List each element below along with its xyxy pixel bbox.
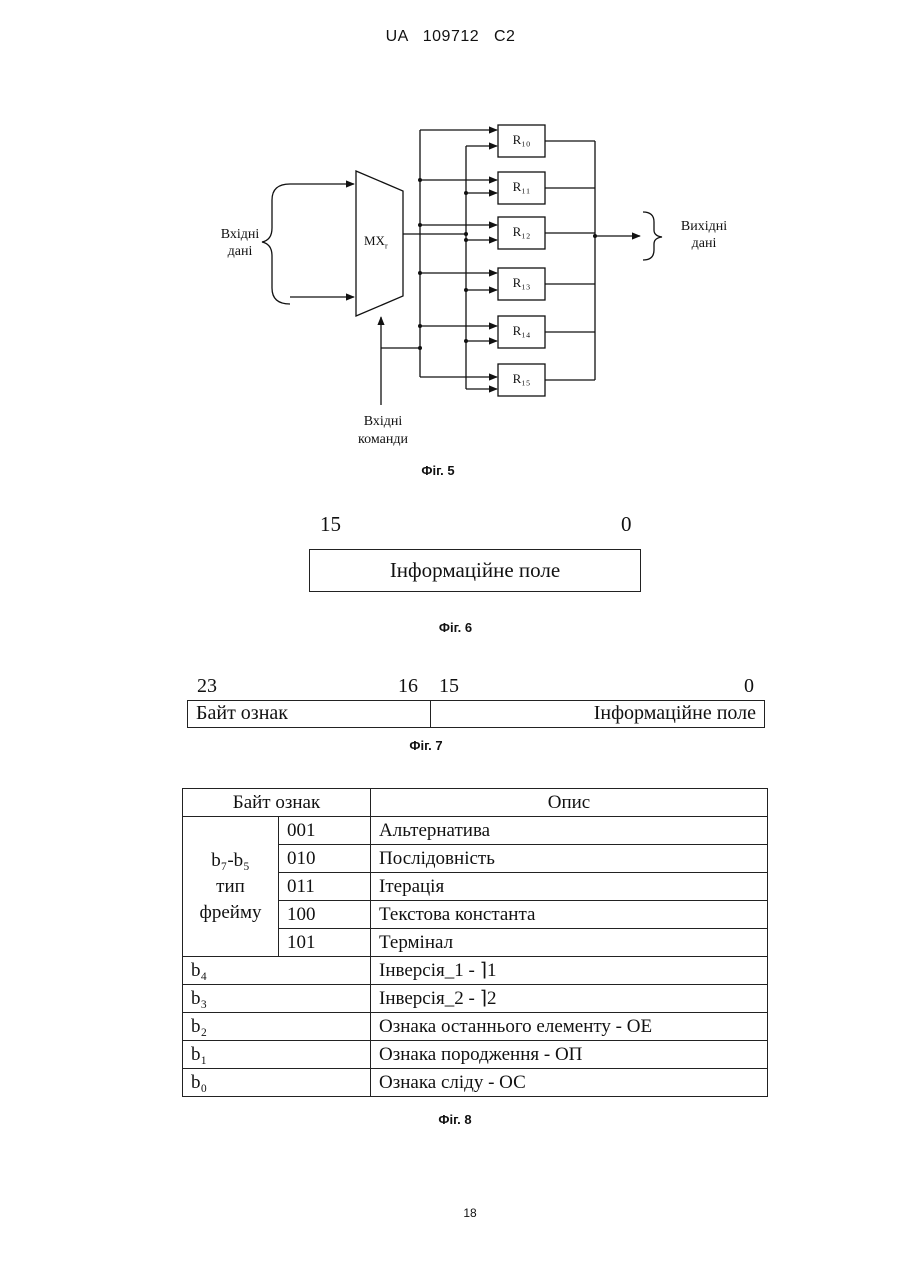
frame-type-line3: фрейму	[191, 900, 270, 926]
desc-cell: Текстова константа	[371, 901, 768, 929]
fig7-info-field: Інформаційне поле	[594, 702, 756, 725]
fig7-divider	[430, 701, 431, 727]
fig5-caption: Фіг. 5	[0, 463, 876, 478]
fig5-diagram	[0, 0, 901, 460]
register-r13-label: R₁₃	[498, 275, 545, 291]
table-row: b₃ Інверсія_2 - ⌉2	[183, 985, 768, 1013]
fig7-bit-15: 15	[439, 675, 459, 698]
table-row: b₂ Ознака останнього елементу - ОЕ	[183, 1013, 768, 1041]
table-row: b₄ Інверсія_1 - ⌉1	[183, 957, 768, 985]
table-header-row: Байт ознак Опис	[183, 789, 768, 817]
bit-cell: b₁	[183, 1041, 371, 1069]
code-cell: 101	[279, 929, 371, 957]
fig7-frame: Байт ознак Інформаційне поле	[187, 700, 765, 728]
header-description: Опис	[371, 789, 768, 817]
fig7-bit-16: 16	[398, 675, 418, 698]
frame-type-bits: b₇-b₅	[191, 848, 270, 874]
frame-type-line2: тип	[191, 874, 270, 900]
fig7-flags-field: Байт ознак	[196, 702, 288, 725]
code-cell: 010	[279, 845, 371, 873]
code-cell: 100	[279, 901, 371, 929]
header-bytes: Байт ознак	[183, 789, 371, 817]
fig6-bit-low: 0	[621, 512, 632, 537]
desc-cell: Інверсія_2 - ⌉2	[371, 985, 768, 1013]
code-cell: 001	[279, 817, 371, 845]
desc-cell: Ознака останнього елементу - ОЕ	[371, 1013, 768, 1041]
output-brace	[643, 212, 662, 260]
fig7-bit-0: 0	[744, 675, 754, 698]
fig7-bit-23: 23	[197, 675, 217, 698]
table-row: b₀ Ознака сліду - ОС	[183, 1069, 768, 1097]
desc-cell: Альтернатива	[371, 817, 768, 845]
desc-cell: Інверсія_1 - ⌉1	[371, 957, 768, 985]
table-row: b₇-b₅ тип фрейму 001 Альтернатива	[183, 817, 768, 845]
table-row: b₁ Ознака породження - ОП	[183, 1041, 768, 1069]
input-data-label: Вхідні дані	[213, 226, 267, 260]
desc-cell: Ознака породження - ОП	[371, 1041, 768, 1069]
bit-cell: b₄	[183, 957, 371, 985]
register-r12-label: R₁₂	[498, 224, 545, 240]
desc-cell: Термінал	[371, 929, 768, 957]
desc-cell: Послідовність	[371, 845, 768, 873]
register-r14-label: R₁₄	[498, 323, 545, 339]
code-cell: 011	[279, 873, 371, 901]
fig8-caption: Фіг. 8	[0, 1112, 901, 1127]
desc-cell: Ітерація	[371, 873, 768, 901]
fig6-caption: Фіг. 6	[0, 620, 901, 635]
fig6-info-field: Інформаційне поле	[309, 549, 641, 592]
desc-cell: Ознака сліду - ОС	[371, 1069, 768, 1097]
fig7-caption: Фіг. 7	[0, 738, 852, 753]
fig6-bit-high: 15	[320, 512, 341, 537]
register-r15-label: R₁₅	[498, 371, 545, 387]
input-commands-label: Вхідні команди	[338, 413, 428, 449]
fig8-table: Байт ознак Опис b₇-b₅ тип фрейму 001 Аль…	[182, 788, 768, 1097]
bit-cell: b₀	[183, 1069, 371, 1097]
frame-type-group: b₇-b₅ тип фрейму	[183, 817, 279, 957]
page-number: 18	[0, 1206, 901, 1220]
bit-cell: b₂	[183, 1013, 371, 1041]
register-r10-label: R₁₀	[498, 132, 545, 148]
mux-label: MXr	[364, 233, 388, 251]
bit-cell: b₃	[183, 985, 371, 1013]
register-r11-label: R₁₁	[498, 179, 545, 195]
output-data-label: Вихідні дані	[672, 218, 736, 252]
